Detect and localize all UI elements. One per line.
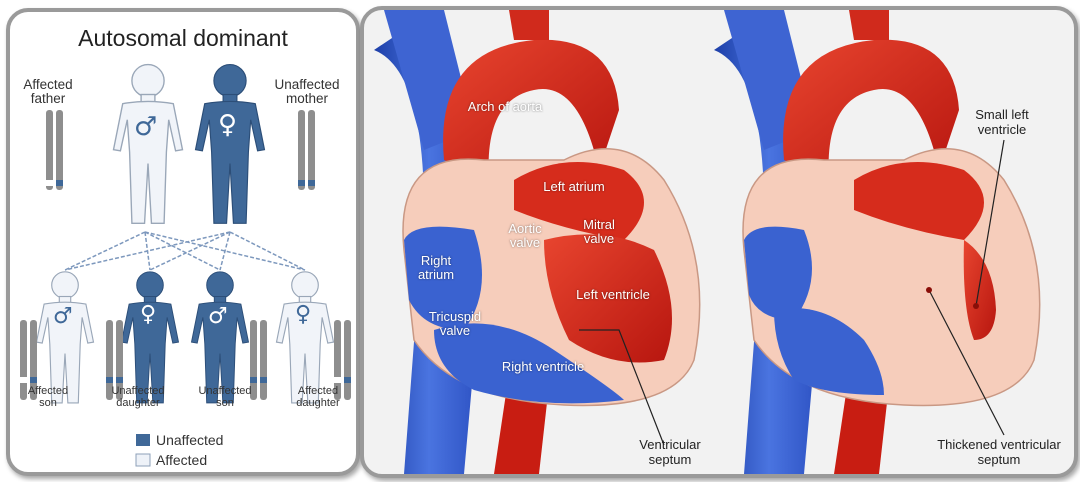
child-label-3: Unaffected son [198,385,252,409]
heart-anatomy-panel: Arch of aorta Left atrium Aortic valve M… [360,6,1078,478]
legend-affected-swatch [135,453,151,467]
mother-figure [194,64,266,224]
father-figure [112,63,184,224]
legend-affected-label: Affected [156,452,208,468]
legend-unaffected-swatch [136,434,150,446]
child-figure-4 [275,271,335,404]
heart-illustrations [374,10,1041,474]
normal-heart-illustration [374,10,701,474]
mother-chromosomes [298,110,315,190]
septum-leader-line [579,329,665,446]
child-chromosomes [20,320,351,400]
child-label-2: Unaffected daughter [111,385,165,409]
inheritance-diagram-panel: Autosomal dominant [6,8,360,476]
child-label-1: Affected son [27,385,69,409]
father-chromosomes [46,110,63,190]
child-label-4: Affected daughter [296,385,340,409]
diagram-title: Autosomal dominant [78,25,288,51]
label-right-ventricle: Right ventricle [501,359,585,374]
label-aortic-valve: Aortic valve [508,221,542,251]
small-lv-leader-line [975,139,1005,307]
child-figure-1 [35,271,95,404]
label-mitral-valve: Mitral valve [583,217,615,247]
child-figure-3 [191,271,249,404]
label-left-atrium: Left atrium [543,179,605,194]
label-thickened-ventricular-septum: Thickened ventricular septum [937,437,1061,467]
male-symbol-icon: ♂ [208,304,228,329]
hcm-heart-illustration [714,10,1041,474]
label-tricuspid-valve: Tricuspid valve [428,309,482,339]
legend-unaffected-label: Unaffected [156,432,224,448]
label-arch-of-aorta: Arch of aorta [467,99,543,114]
male-symbol-icon: ♂ [53,304,73,329]
inheritance-arrows [64,231,306,271]
female-symbol-icon: ♀ [218,110,238,140]
child-figure-2 [121,271,179,404]
label-left-ventricle: Left ventricle [576,287,650,302]
male-symbol-icon: ♂ [134,112,158,142]
thickened-septum-leader-line [928,289,1005,436]
mother-label: Unaffected mother [274,77,340,107]
label-small-left-ventricle: Small left ventricle [975,107,1029,137]
pedigree-graphics [20,63,351,467]
father-label: Affected father [23,77,73,107]
label-ventricular-septum: Ventricular septum [639,437,701,467]
female-symbol-icon: ♀ [140,302,157,327]
label-right-atrium: Right atrium [417,253,455,283]
female-symbol-icon: ♀ [295,302,312,327]
